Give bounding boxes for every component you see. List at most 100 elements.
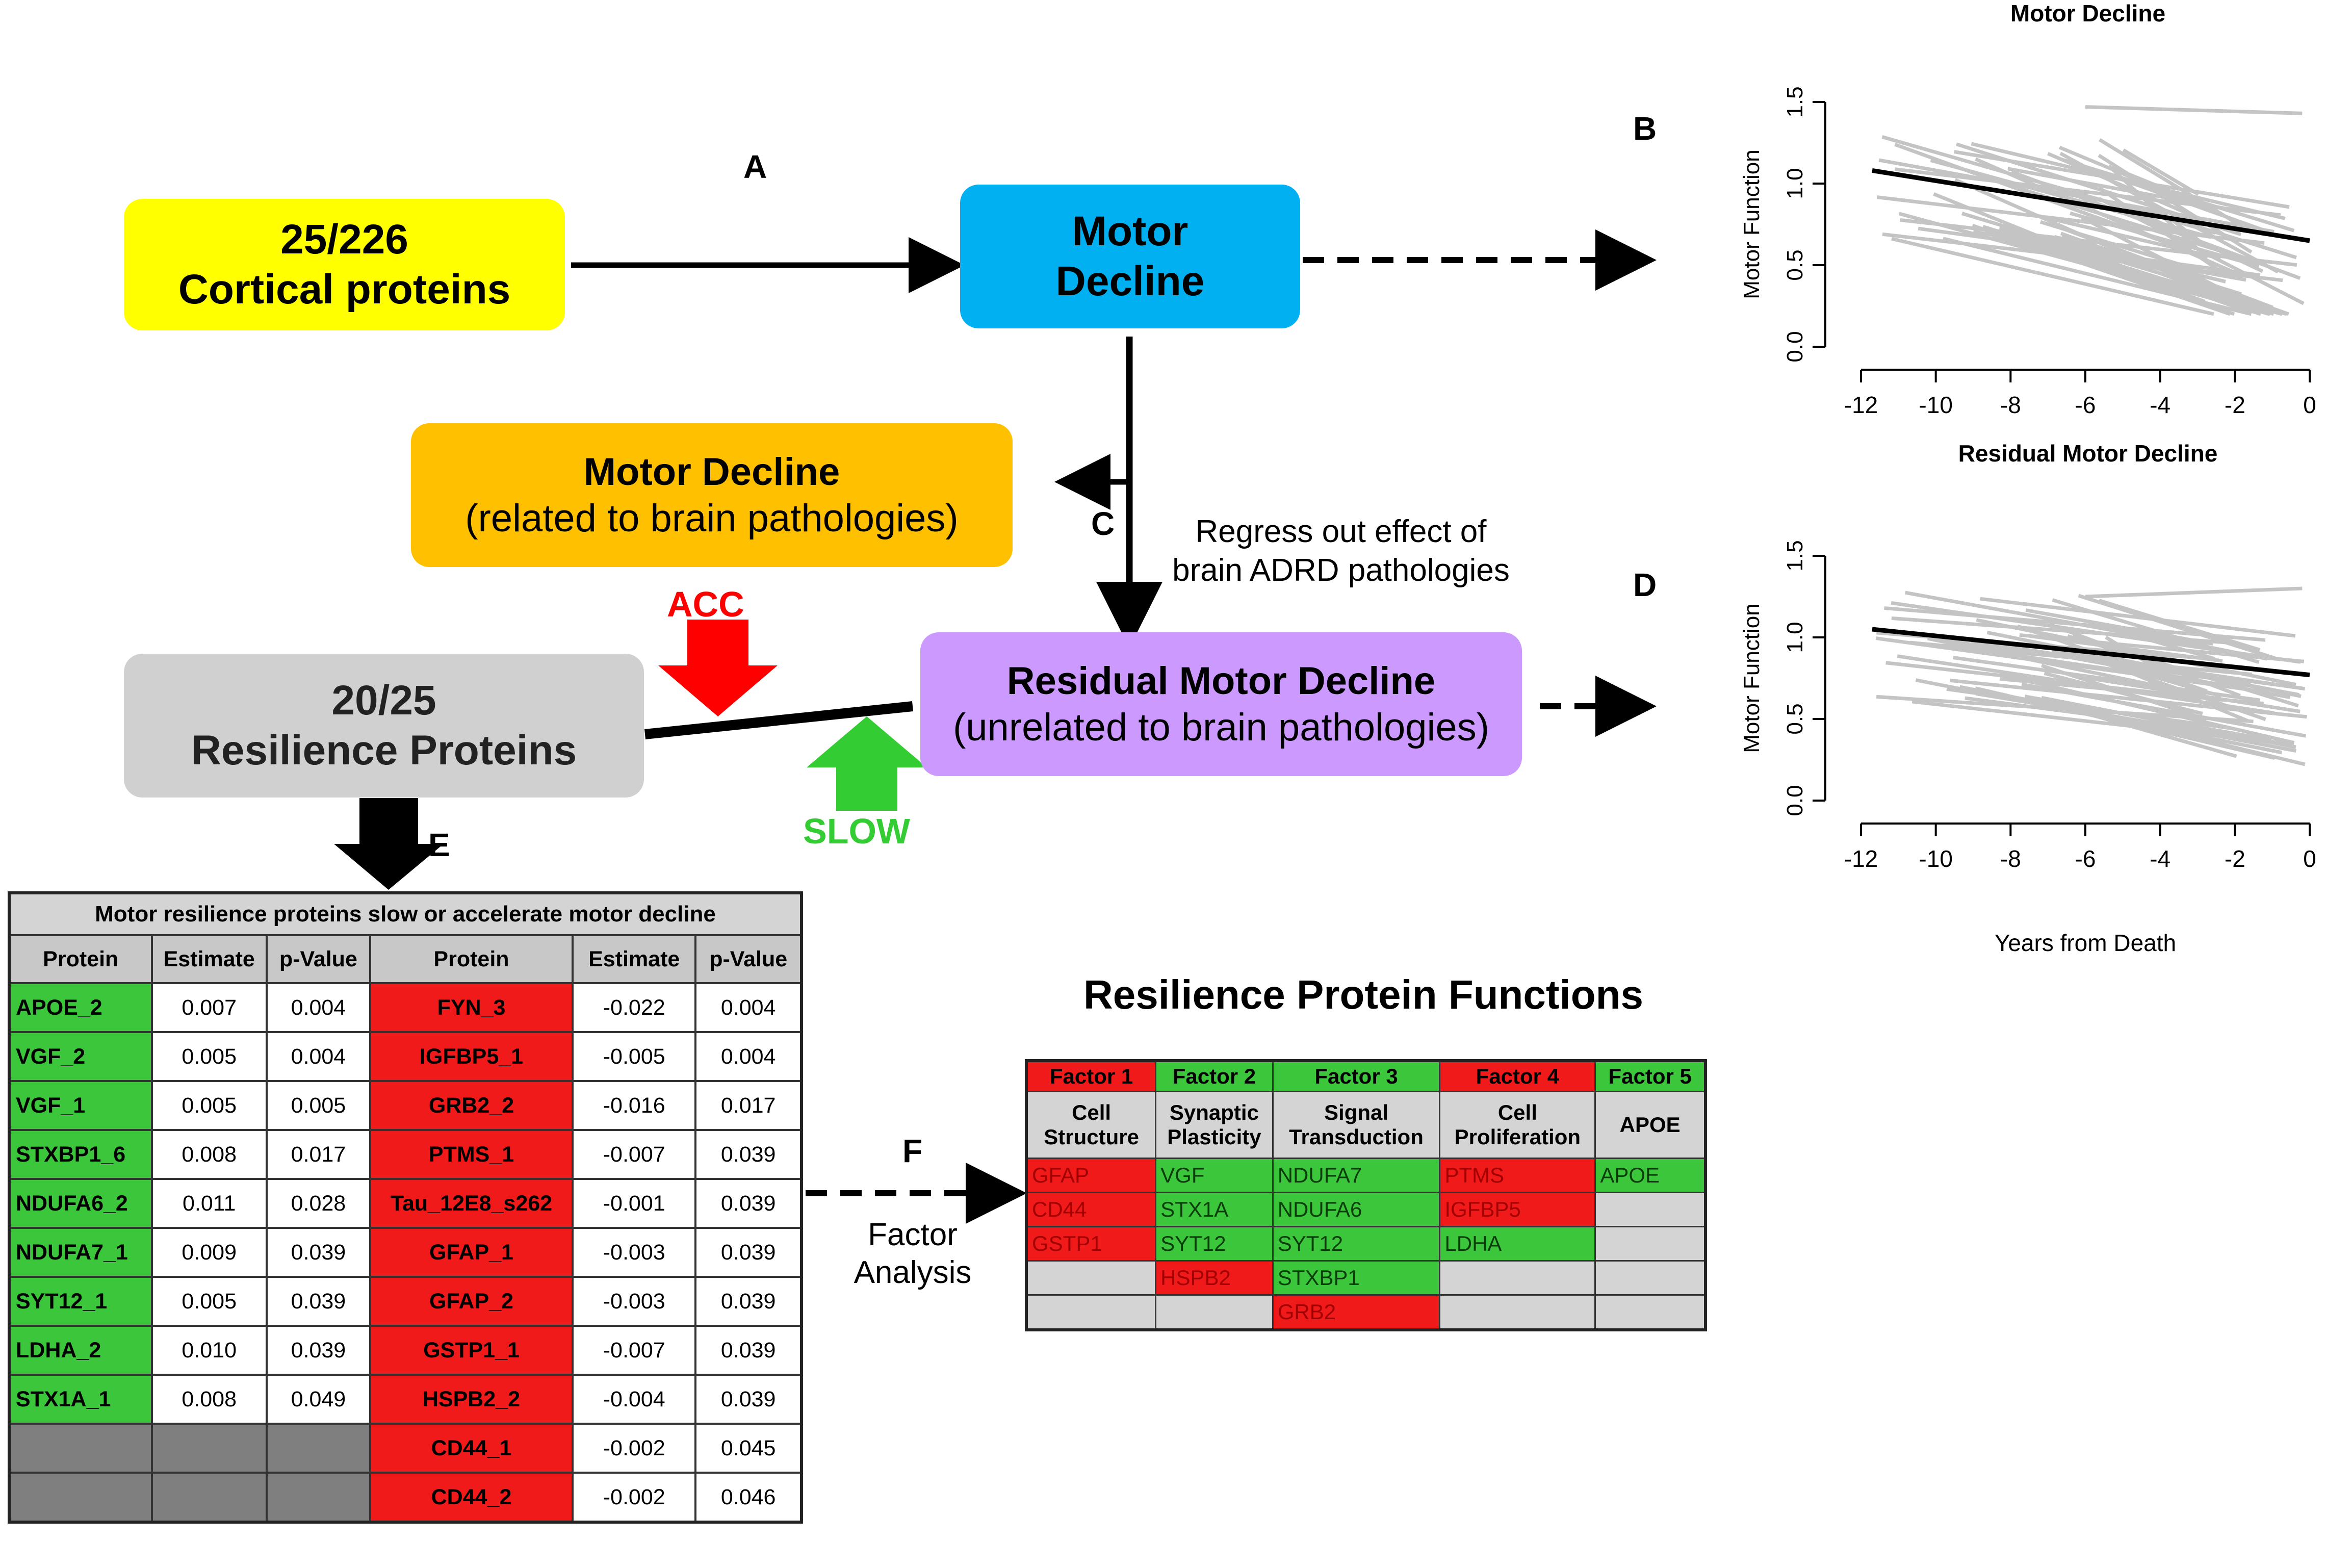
regress-line2: brain ADRD pathologies [1172,552,1510,588]
factor-header: Factor 3 [1272,1060,1441,1092]
estimate-cell: 0.005 [150,1031,268,1082]
motor-decline-related-box: Motor Decline (related to brain patholog… [411,423,1013,567]
estimate-cell: 0.009 [150,1227,268,1278]
factor-protein-cell: STXBP1 [1272,1260,1441,1296]
factor-function-text: Signal [1324,1100,1389,1124]
estimate-cell: -0.003 [572,1276,697,1327]
factor-protein-cell: HSPB2 [1155,1260,1274,1296]
pvalue-cell: 0.039 [694,1276,803,1327]
y-tick-label: 0.0 [1782,331,1807,362]
trajectory-line [2099,138,2242,228]
slow-label: SLOW [803,811,910,851]
y-tick-label: 0.5 [1782,703,1807,734]
table-e-header: p-Value [265,934,371,984]
factor-function-text: Transduction [1289,1125,1424,1149]
chart-title: Residual Motor Decline [1958,440,2218,467]
pvalue-cell: 0.004 [694,1031,803,1082]
factor-protein-cell: APOE [1594,1158,1707,1193]
factor-protein-cell: STX1A [1155,1192,1274,1227]
y-tick-label: 1.0 [1782,168,1807,199]
table-e-title: Motor resilience proteins slow or accele… [8,892,803,936]
protein-cell: NDUFA6_2 [8,1178,153,1229]
factor-protein-cell: GSTP1 [1025,1226,1157,1262]
estimate-cell: -0.007 [572,1129,697,1180]
factor-header: Factor 4 [1439,1060,1596,1092]
pvalue-cell: 0.039 [694,1325,803,1376]
trajectory-line [1999,225,2275,316]
trajectory-line [1980,597,2296,638]
estimate-cell: 0.010 [150,1325,268,1376]
trajectory-line [2052,598,2260,664]
factor-protein-cell: IGFBP5 [1439,1192,1596,1227]
protein-cell: Tau_12E8_s262 [369,1178,574,1229]
x-tick-label: 0 [2303,845,2316,872]
estimate-cell: 0.007 [150,982,268,1033]
factor-protein-cell: CD44 [1025,1192,1157,1227]
panel-label-f: F [902,1133,923,1169]
pvalue-cell: 0.004 [694,982,803,1033]
factor-protein-cell: LDHA [1439,1226,1596,1262]
trajectory-line [2099,599,2261,652]
pvalue-cell: 0.017 [265,1129,371,1180]
x-tick-label: -8 [2000,392,2021,418]
factor-protein-cell: PTMS [1439,1158,1596,1193]
pvalue-cell: 0.039 [694,1178,803,1229]
x-tick-label: -4 [2150,845,2170,872]
panel-label-a: A [743,148,767,185]
trajectory-line [2120,177,2273,236]
protein-cell: FYN_3 [369,982,574,1033]
protein-cell [8,1472,153,1523]
trajectory-line [2085,586,2303,599]
estimate-cell: 0.008 [150,1129,268,1180]
pvalue-cell: 0.049 [265,1374,371,1425]
trajectory-line [2051,649,2306,691]
protein-cell [8,1423,153,1474]
trajectory-line [2071,656,2291,700]
y-axis-label: Motor Function [1739,149,1764,299]
estimate-cell: 0.011 [150,1178,268,1229]
y-axis-label: Motor Function [1739,603,1764,753]
protein-cell: CD44_2 [369,1472,574,1523]
trajectory-line [1898,212,2270,316]
acc-arrow [658,620,778,716]
estimate-cell: 0.008 [150,1374,268,1425]
x-axis-label: Years from Death [1995,930,2176,956]
factor-protein-cell [1155,1294,1274,1331]
factor-protein-cell [1439,1294,1596,1331]
pvalue-cell: 0.039 [265,1227,371,1278]
factor-protein-cell: GRB2 [1272,1294,1441,1331]
estimate-cell: 0.005 [150,1276,268,1327]
factor-protein-cell: SYT12 [1272,1226,1441,1262]
table-e-header: Protein [8,934,153,984]
resilience-estimates-table: Motor resilience proteins slow or accele… [8,891,803,1524]
x-tick-label: -10 [1919,392,1952,418]
trajectory-line [2085,105,2303,115]
motor-decline-line1: Motor [1072,208,1188,254]
factor-protein-cell [1594,1226,1707,1262]
acc-label: ACC [667,584,744,624]
estimate-cell: -0.003 [572,1227,697,1278]
estimate-cell: -0.002 [572,1423,697,1474]
table-e-header: Estimate [150,934,268,984]
y-tick-label: 0.0 [1782,785,1807,816]
pvalue-cell: 0.005 [265,1080,371,1131]
trajectory-line [1946,687,2233,730]
protein-cell: GFAP_1 [369,1227,574,1278]
motor-related-title: Motor Decline [583,450,840,494]
x-tick-label: -12 [1844,392,1878,418]
factor-protein-cell: SYT12 [1155,1226,1274,1262]
pvalue-cell: 0.039 [265,1325,371,1376]
table-e-header: p-Value [694,934,803,984]
motor-related-subtitle: (related to brain pathologies) [465,497,959,540]
x-tick-label: -10 [1919,845,1952,872]
cortical-label: Cortical proteins [178,266,511,313]
factor-protein-cell [1025,1260,1157,1296]
x-tick-label: -8 [2000,845,2021,872]
